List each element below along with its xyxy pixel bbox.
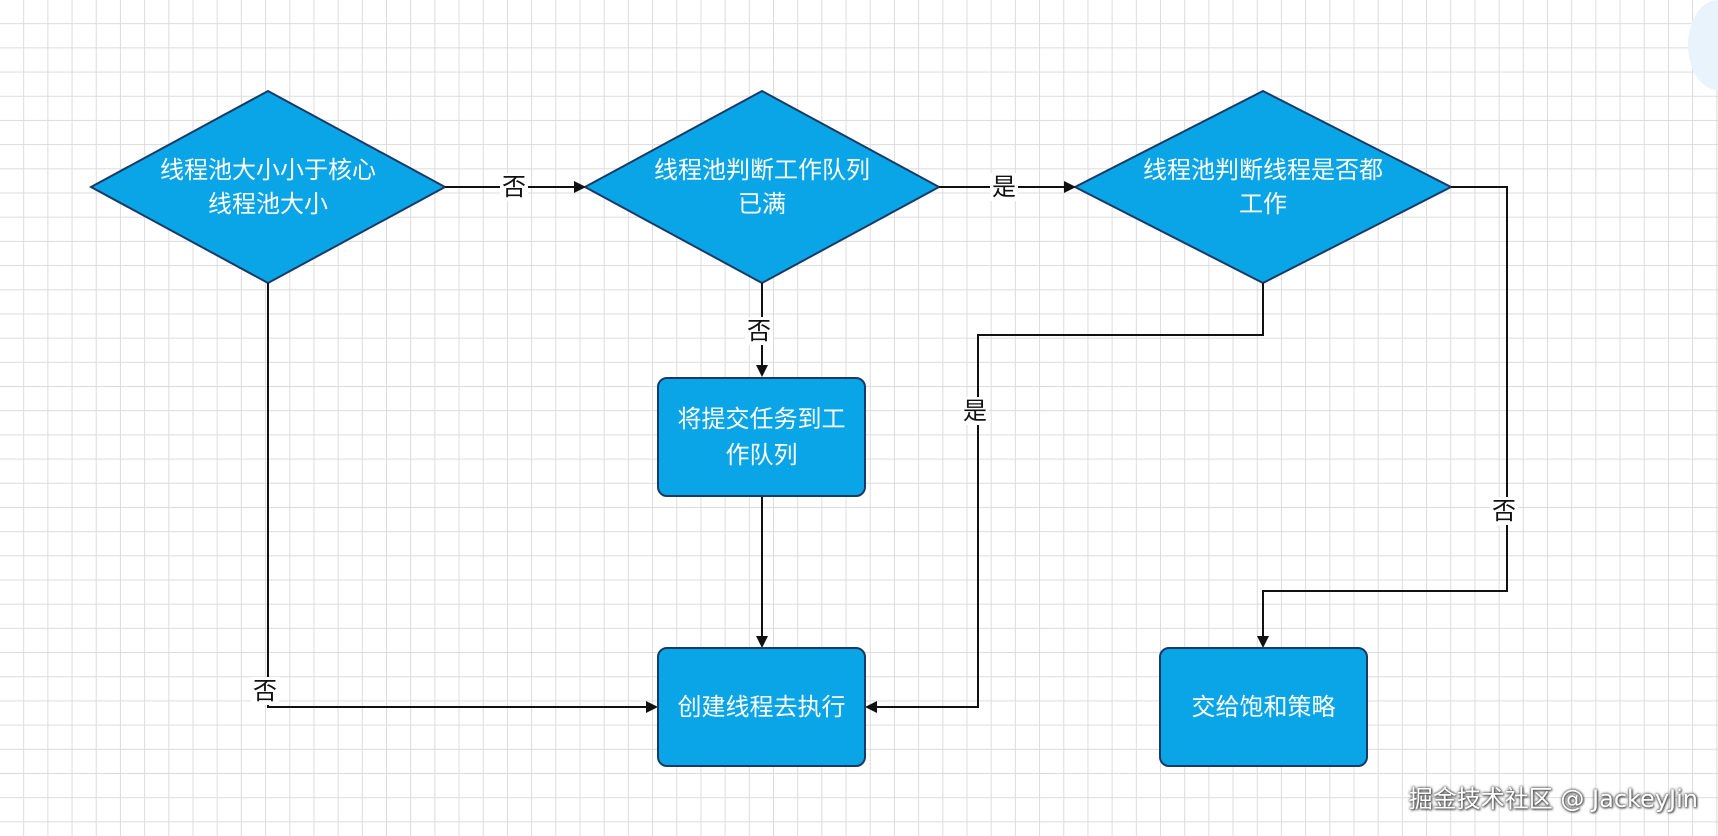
create-thread-box: 创建线程去执行 <box>657 647 866 767</box>
edge-d1-create <box>267 283 658 713</box>
edge-d3-saturate <box>1257 186 1508 648</box>
edge-label-d3-create: 是 <box>961 397 989 425</box>
edge-label-d2-queue: 否 <box>745 317 773 345</box>
edge-d3-create <box>865 283 1264 713</box>
edge-label-d3-saturate: 否 <box>1490 497 1518 525</box>
saturation-policy-box: 交给饱和策略 <box>1159 647 1368 767</box>
decision-2-label: 线程池判断工作队列已满 <box>654 156 870 218</box>
edge-label-d1-create: 否 <box>251 677 279 705</box>
watermark: 掘金技术社区 @ JackeyJin <box>1408 785 1698 813</box>
edge-label-d1-d2: 否 <box>500 173 528 201</box>
queue-task-box: 将提交任务到工作队列 <box>657 377 866 497</box>
decision-1-label: 线程池大小小于核心线程池大小 <box>160 156 376 218</box>
edge-label-d2-d3: 是 <box>990 173 1018 201</box>
decision-3-label: 线程池判断线程是否都工作 <box>1143 156 1383 218</box>
